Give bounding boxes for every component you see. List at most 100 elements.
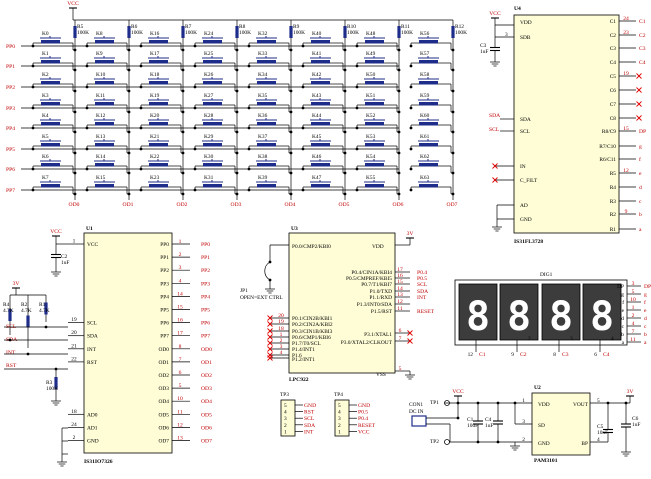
switch-actuator [257, 40, 276, 44]
column-net-label: OD7 [447, 202, 458, 208]
c3-ref: C3 [480, 43, 487, 49]
digit-net-label: C4 [603, 352, 610, 358]
switch-actuator [365, 81, 384, 85]
u3-pin-number: 11 [397, 306, 403, 312]
u1-pin-name: OD7 [159, 439, 170, 445]
con1-label: DC IN [409, 409, 424, 415]
u3-net-label: P0.5 [417, 276, 427, 282]
segment-net-label: f [644, 299, 646, 306]
row-junction [409, 147, 413, 151]
u1-pin-number: 10 [177, 396, 183, 402]
key-switch: K7 [31, 175, 77, 196]
u3-pin-number: 12 [397, 299, 403, 305]
u1-pin-number: 17 [177, 331, 183, 337]
digit-index: 3 [570, 336, 573, 342]
column-junction [181, 89, 185, 93]
junction-dot [496, 401, 500, 405]
resistor-body [451, 26, 455, 38]
no-connect-mark [492, 163, 498, 169]
switch-actuator [311, 102, 330, 106]
column-junction [235, 151, 239, 155]
row-junction [355, 106, 359, 110]
key-switch: K43 [301, 93, 347, 114]
digit-pin-number: 6 [594, 352, 597, 358]
key-label: K59 [420, 93, 430, 99]
u1-pin-name: PP1 [160, 255, 169, 261]
no-connect-mark [267, 321, 273, 327]
key-switch: K19 [139, 93, 185, 114]
u1-net-label: PP5 [201, 308, 210, 314]
switch-actuator [95, 40, 114, 44]
key-label: K10 [96, 72, 106, 78]
key-label: K31 [204, 175, 214, 181]
u4-pin-number: 24 [623, 16, 629, 22]
pullup-ref: R5 [77, 24, 84, 30]
key-label: K24 [204, 31, 214, 37]
u1-pin-number: 5 [179, 383, 182, 389]
u4-body [513, 14, 620, 234]
key-label: K46 [312, 154, 322, 160]
row-junction [409, 126, 413, 130]
u4-pin-number: 23 [623, 30, 629, 36]
u4-pin-name: SDB [520, 35, 531, 41]
key-switch: K61 [409, 134, 455, 155]
column-junction [181, 130, 185, 134]
key-label: K56 [420, 31, 430, 37]
key-label: K47 [312, 175, 322, 181]
digit-glyph: 8 [507, 294, 531, 340]
u3-net-label: INT [417, 295, 427, 301]
row-junction [301, 126, 305, 130]
column-junction [343, 171, 347, 175]
u3-pin-number: 15 [397, 279, 403, 285]
row-junction [247, 106, 251, 110]
key-label: K19 [150, 93, 160, 99]
dc-jack [411, 415, 427, 427]
digit-cell [582, 283, 622, 341]
key-label: K39 [258, 175, 268, 181]
switch-actuator [419, 81, 438, 85]
digit-glyph: 8 [549, 294, 573, 340]
key-label: K63 [420, 175, 430, 181]
u1-net-label: OD0 [201, 347, 212, 353]
switch-actuator [311, 122, 330, 126]
column-junction [127, 48, 131, 52]
key-label: K58 [420, 72, 430, 78]
switch-actuator [95, 102, 114, 106]
row-junction [193, 85, 197, 89]
segment-net-label: DP [644, 284, 651, 290]
pullup-ref: R6 [131, 24, 138, 30]
segment-name: e [622, 308, 625, 314]
segment-name: DP [617, 284, 624, 290]
u4-net-label: b [639, 212, 642, 218]
pullup-ref: R2 [21, 302, 28, 308]
u1-pin-name: OD2 [159, 373, 170, 379]
column-net-label: OD2 [177, 202, 188, 208]
u3-pin-name: P0.5/CMPREF/KBI5 [346, 276, 392, 282]
tp3-pin-number: 1 [284, 429, 287, 435]
row-junction [85, 106, 89, 110]
u3-pin-number: 18 [278, 326, 284, 332]
column-net-label: OD0 [69, 202, 80, 208]
no-connect-mark [636, 73, 642, 79]
row-junction [139, 44, 143, 48]
pullup-ref: R7 [185, 24, 192, 30]
column-junction [397, 130, 401, 134]
key-switch: K3 [31, 93, 77, 114]
resistor-body [44, 302, 48, 315]
switch-actuator [149, 81, 168, 85]
u3-pin-name: P1.1/RXD [369, 295, 392, 301]
key-switch: K32 [247, 31, 293, 52]
column-net-label: OD3 [231, 202, 242, 208]
u1-part: IS31IO7326 [84, 459, 113, 465]
column-junction [397, 89, 401, 93]
key-switch: K51 [355, 93, 401, 114]
key-switch: K29 [193, 134, 239, 155]
junction-dot [8, 338, 12, 342]
switch-actuator [95, 184, 114, 188]
u4-pin-name: R7/C10 [599, 144, 616, 150]
switch-actuator [311, 40, 330, 44]
u3-pin-name: P0.0/CMP2/KBI0 [292, 244, 331, 250]
power-net-label: 3V [13, 281, 20, 287]
row-junction [247, 44, 251, 48]
key-label: K34 [258, 72, 268, 78]
